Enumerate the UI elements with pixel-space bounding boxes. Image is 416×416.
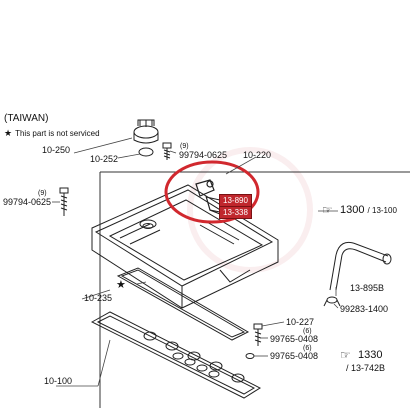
not-serviced-text: This part is not serviced [15,129,100,138]
highlight-circle [164,160,260,224]
ref-1300-sub: / 13-100 [367,206,397,215]
leader-lines [52,137,339,387]
part-label-99283-1400: 99283-1400 [340,304,389,314]
qty-99794-left: (9) [38,190,47,197]
bolt-right-icon [253,323,263,346]
washer-icon [245,353,255,359]
part-label-99794-0625-left: 99794-0625 [3,197,52,207]
bolt-left-icon [59,187,69,216]
part-label-99794-0625-top: 99794-0625 [179,150,228,160]
assembly-frame [99,171,410,408]
bolt-top-icon [162,142,172,160]
highlight-label-13-338: 13-338 [219,206,252,219]
hose-clamp-icon [323,296,341,307]
part-label-10-252: 10-252 [90,154,119,164]
part-label-13-895b: 13-895B [350,283,385,293]
breather-hose-icon [329,241,392,291]
part-label-10-220: 10-220 [243,150,272,160]
ref-1330-sub: / 13-742B [346,363,386,373]
ref-1330-main: 1330 [358,349,383,361]
qty-99794-top: (9) [180,143,189,150]
ref-1330: 1330 [358,350,382,361]
ref-1300: 1300 / 13-100 [340,205,397,216]
seal-rings-icon [172,352,220,378]
part-label-10-227: 10-227 [286,317,315,327]
part-label-99765-0408-b: 99765-0408 [270,351,319,361]
region-label: (TAIWAN) [4,113,49,124]
not-serviced-note: ★This part is not serviced [4,128,100,139]
cover-gasket-icon [116,267,250,341]
filler-cap-icon [133,119,159,144]
qty-99765-a: (6) [303,328,312,335]
head-gasket-icon [90,311,262,399]
star-icon: ★ [4,128,13,138]
qty-99765-b: (6) [303,345,312,352]
arrow-right-icon: ☞ [322,203,333,217]
head-cover-icon [91,184,279,309]
part-label-10-235: 10-235 [84,293,113,303]
part-label-99765-0408-a: 99765-0408 [270,334,319,344]
ref-1300-main: 1300 [340,204,365,216]
part-label-10-100: 10-100 [44,376,73,386]
arrow-right-icon-2: ☞ [340,348,351,362]
part-label-10-250: 10-250 [42,145,71,155]
star-marker-icon: ★ [116,279,126,291]
cap-gasket-icon [138,147,154,157]
